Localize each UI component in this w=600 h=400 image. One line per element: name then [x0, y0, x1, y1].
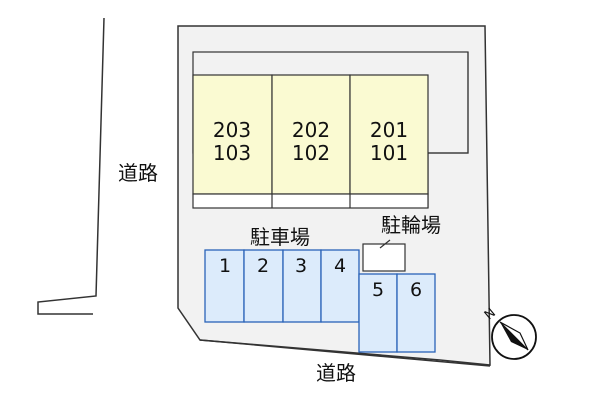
- bicycle-parking-label: 駐輪場: [381, 213, 441, 237]
- parking-number-1: 1: [219, 255, 231, 277]
- building-units: 203 103 202 102 201 101: [192, 74, 429, 209]
- unit-upper-202: 202: [292, 118, 330, 142]
- road-label-left: 道路: [118, 161, 158, 185]
- road-label-bottom: 道路: [316, 361, 356, 385]
- balcony-outline: [428, 52, 469, 154]
- bicycle-parking-mark: [379, 239, 391, 249]
- parking-number-3: 3: [295, 255, 307, 277]
- parking-space-6: [396, 273, 436, 353]
- parking-spaces: 1 2 3 4 5 6: [204, 249, 436, 353]
- car-parking-label: 駐車場: [250, 225, 310, 249]
- parking-space-5: [358, 273, 398, 353]
- parking-number-5: 5: [372, 279, 384, 301]
- bicycle-parking-area: [362, 243, 406, 272]
- parking-space-3: [282, 249, 322, 323]
- parking-number-4: 4: [334, 255, 346, 277]
- unit-lower-102: 102: [292, 141, 330, 165]
- compass-icon: N: [482, 306, 537, 360]
- unit-block-3: [349, 74, 429, 195]
- compass-needle-light: [499, 321, 529, 351]
- unit-upper-203: 203: [213, 118, 251, 142]
- parking-space-4: [320, 249, 360, 323]
- unit-lower-103: 103: [213, 141, 251, 165]
- road-edge-left: [37, 17, 105, 315]
- parking-space-1: [204, 249, 245, 323]
- corridor-strip: [192, 193, 429, 209]
- road-edge-bottom: [199, 339, 491, 367]
- parking-space-2: [243, 249, 284, 323]
- parking-number-2: 2: [257, 255, 269, 277]
- unit-upper-201: 201: [370, 118, 408, 142]
- parking-number-6: 6: [410, 279, 422, 301]
- unit-lower-101: 101: [370, 141, 408, 165]
